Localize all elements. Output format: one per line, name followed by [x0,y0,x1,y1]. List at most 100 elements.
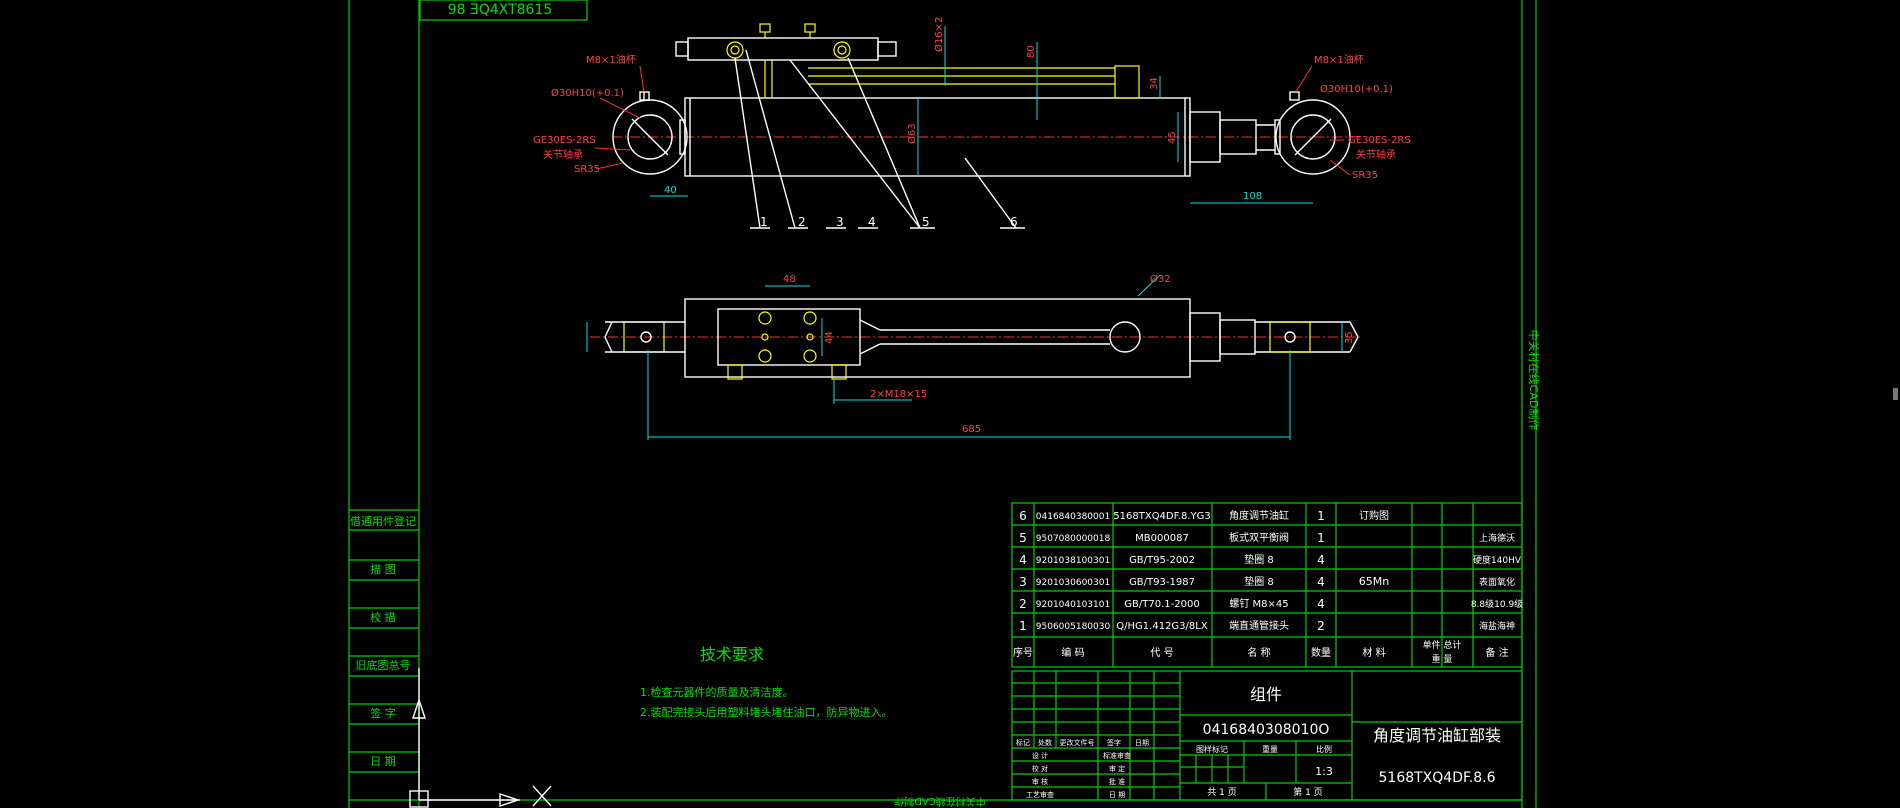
tb-row-label-1: 处数 [1038,738,1052,747]
balloon-3: 3 [836,215,844,229]
balloon-4: 4 [868,215,876,229]
side-strip-text: 中关村在线CAD制作 [1527,330,1541,431]
tech-req-line-1: 1.检查元器件的质量及清洁度。 [640,685,794,699]
tb-left-label-2: 审 核 [1032,777,1048,786]
tb-left-label-1: 校 对 [1032,764,1048,773]
part-5-note: 上海德沃 [1479,532,1515,544]
part-3-material: 65Mn [1359,575,1389,588]
hdr-code: 编 码 [1061,646,1084,659]
callout-m8-left: M8×1油杯 [586,53,636,66]
tb-mid-label-2: 批 准 [1109,777,1125,786]
part-2-qty: 4 [1317,597,1325,611]
title-group-label: 组件 [1250,685,1282,704]
part-6-qty: 1 [1317,509,1325,523]
title-sheet-total: 共 1 页 [1207,787,1236,798]
part-1-qty: 2 [1317,619,1325,633]
top-view: 40 108 Ø16×2 80 3 4 Ø63 45 M8×1油杯 Ø30H10(… [533,17,1411,229]
title-code: 0416840308010O [1203,722,1330,738]
bottom-rotated-text: 中关村在线CAD制作 [894,795,986,808]
part-5-qty: 1 [1317,531,1325,545]
part-1-drawing: Q/HG1.412G3/8LX [1116,621,1208,632]
dim-63: Ø63 [906,123,918,144]
dim-685: 685 [962,424,981,435]
title-stage-label: 图样标记 [1196,744,1228,754]
title-scale-label: 比例 [1316,744,1332,754]
hdr-no: 序号 [1013,646,1033,659]
balloon-2: 2 [798,215,806,229]
part-1-name: 端直通管接头 [1229,619,1289,632]
reg-item-5: 签 字 [370,706,396,720]
drawing-frame [348,0,1537,808]
callout-sr-right: SR35 [1352,170,1378,181]
title-block: 标记 处数 更改文件号 签字 日期 设 计 校 对 审 核 工艺审查 标准审查 … [1011,670,1523,801]
hdr-weight-top: 单件 总计 [1423,639,1462,651]
tb-mid-label-3: 日 期 [1109,791,1125,799]
part-4-note: 硬度140HV [1473,554,1522,566]
part-1-code: 9506005180030 [1036,622,1111,632]
tb-left-label-0: 设 计 [1032,751,1048,760]
part-3-qty: 4 [1317,575,1325,589]
tb-row-label-3: 签字 [1107,738,1121,747]
dim-32: Ø32 [1150,273,1171,285]
tb-row-label-0: 标记 [1016,738,1030,747]
part-1-note: 海盐海神 [1479,620,1515,632]
part-6-code: 0416840380001 [1036,512,1110,522]
part-3-name: 垫圈 8 [1244,575,1274,588]
tb-mid-label-0: 标准审查 [1103,751,1131,760]
title-name: 角度调节油缸部装 [1373,726,1501,745]
part-6-drawing: 5168TXQ4DF.8.YG3 [1113,511,1210,522]
hdr-material: 材 料 [1362,646,1385,659]
dim-48: 48 [783,274,796,285]
tech-req-title: 技术要求 [700,645,764,664]
part-2-name: 螺钉 M8×45 [1229,598,1288,610]
tb-row-label-4: 日期 [1135,739,1149,747]
dim-35: 35 [1344,331,1355,344]
dim-bolts: 2×M18×15 [870,389,927,400]
hdr-weight-bottom: 重 量 [1432,653,1453,665]
part-3-no: 3 [1019,575,1027,589]
scrollbar-marker[interactable] [1893,388,1898,400]
part-6-material: 订购图 [1359,509,1389,522]
rotated-tag-top: 98 ƎQ4XT8615 [419,0,588,21]
part-6-no: 6 [1019,509,1027,523]
hdr-qty: 数量 [1311,646,1331,659]
title-sheet-no: 第 1 页 [1293,786,1322,798]
dim-45: 45 [1167,131,1178,144]
dim-80: 80 [1026,45,1037,58]
registration-column: 借通用件登记 描 图 校 描 旧底图总号 签 字 日 期 [349,509,552,808]
tb-row-label-2: 更改文件号 [1060,738,1095,747]
part-2-note: 8.8级10.9级 [1471,598,1523,610]
reg-item-2: 描 图 [370,562,396,576]
reg-item-6: 日 期 [370,755,396,768]
reg-item-3: 校 描 [370,610,396,624]
part-3-drawing: GB/T93-1987 [1129,577,1195,588]
tb-left-label-3: 工艺审查 [1026,790,1054,799]
svg-text:98 ƎQ4XT8615: 98 ƎQ4XT8615 [448,2,553,18]
callout-bearing-right: GE30ES-2RS [1348,135,1411,146]
part-2-code: 9201040103101 [1036,600,1110,610]
callout-bore-right: Ø30H10(+0.1) [1320,83,1393,95]
parts-list: 6 0416840380001 5168TXQ4DF.8.YG3 角度调节油缸 … [1011,502,1523,668]
title-scale: 1:3 [1315,765,1333,778]
hdr-note: 备 注 [1485,646,1508,659]
part-4-code: 9201038100301 [1036,556,1110,566]
callout-bearing-left: GE30ES-2RS [533,135,596,146]
tech-requirements: 技术要求 1.检查元器件的质量及清洁度。 2.装配完接头后用塑料堵头堵住油口，防… [640,645,893,719]
part-5-code: 9507080000018 [1036,534,1111,544]
dim-108: 108 [1243,191,1262,202]
part-5-name: 板式双平衡阀 [1229,531,1289,544]
part-5-no: 5 [1019,531,1027,545]
title-drawing-no: 5168TXQ4DF.8.6 [1379,770,1496,786]
callout-m8-right: M8×1油杯 [1314,53,1364,66]
callout-bearing-right-note: 关节轴承 [1356,148,1396,161]
part-4-drawing: GB/T95-2002 [1129,555,1195,566]
part-2-drawing: GB/T70.1-2000 [1124,599,1199,610]
reg-item-4: 旧底图总号 [356,658,411,672]
part-6-name: 角度调节油缸 [1229,509,1289,522]
bottom-view: 48 Ø32 44 35 2×M18×15 685 [586,273,1360,440]
dim-pipe: Ø16×2 [933,17,945,52]
part-5-drawing: MB000087 [1135,533,1189,544]
dim-44: 44 [824,331,835,344]
dim-40: 40 [664,185,677,196]
